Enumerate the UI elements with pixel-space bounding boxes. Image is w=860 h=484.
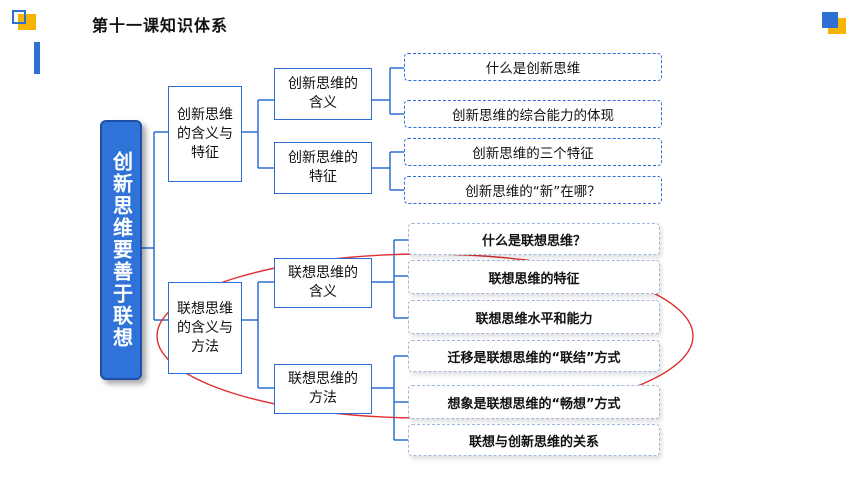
leaf-item: 创新思维的“新”在哪？ xyxy=(404,176,662,204)
leaf-item: 联想思维的特征 xyxy=(408,260,660,294)
leaf-item: 创新思维的综合能力的体现 xyxy=(404,100,662,128)
node-associative-methods: 联想思维的方法 xyxy=(274,364,372,414)
leaf-item: 什么是创新思维 xyxy=(404,53,662,81)
corner-deco-blue-square-right xyxy=(822,12,838,28)
branch-innovative-thinking: 创新思维的含义与特征 xyxy=(168,86,242,182)
branch-associative-thinking: 联想思维的含义与方法 xyxy=(168,282,242,374)
leaf-item: 联想思维水平和能力 xyxy=(408,300,660,334)
slide-title: 第十一课知识体系 xyxy=(92,16,229,35)
corner-deco-yellow-square xyxy=(18,14,36,30)
node-label: 联想思维的方法 xyxy=(288,371,358,406)
node-innovative-features: 创新思维的特征 xyxy=(274,142,372,194)
node-label: 创新思维的特征 xyxy=(288,150,358,185)
leaf-item: 联想与创新思维的关系 xyxy=(408,424,660,456)
node-label: 创新思维的含义 xyxy=(288,76,358,111)
corner-deco-blue-bar xyxy=(34,42,40,74)
branch-label: 创新思维的含义与特征 xyxy=(177,106,233,161)
leaf-item: 创新思维的三个特征 xyxy=(404,138,662,166)
node-innovative-meaning: 创新思维的含义 xyxy=(274,68,372,120)
leaf-item: 迁移是联想思维的“联结”方式 xyxy=(408,340,660,372)
leaf-item: 什么是联想思维？ xyxy=(408,223,660,255)
node-associative-meaning: 联想思维的含义 xyxy=(274,258,372,308)
corner-deco-outline-square xyxy=(12,10,26,24)
node-label: 联想思维的含义 xyxy=(288,265,358,300)
leaf-item: 想象是联想思维的“畅想”方式 xyxy=(408,385,660,419)
root-topic-box: 创新思维要善于联想 xyxy=(100,120,142,380)
branch-label: 联想思维的含义与方法 xyxy=(177,300,233,355)
